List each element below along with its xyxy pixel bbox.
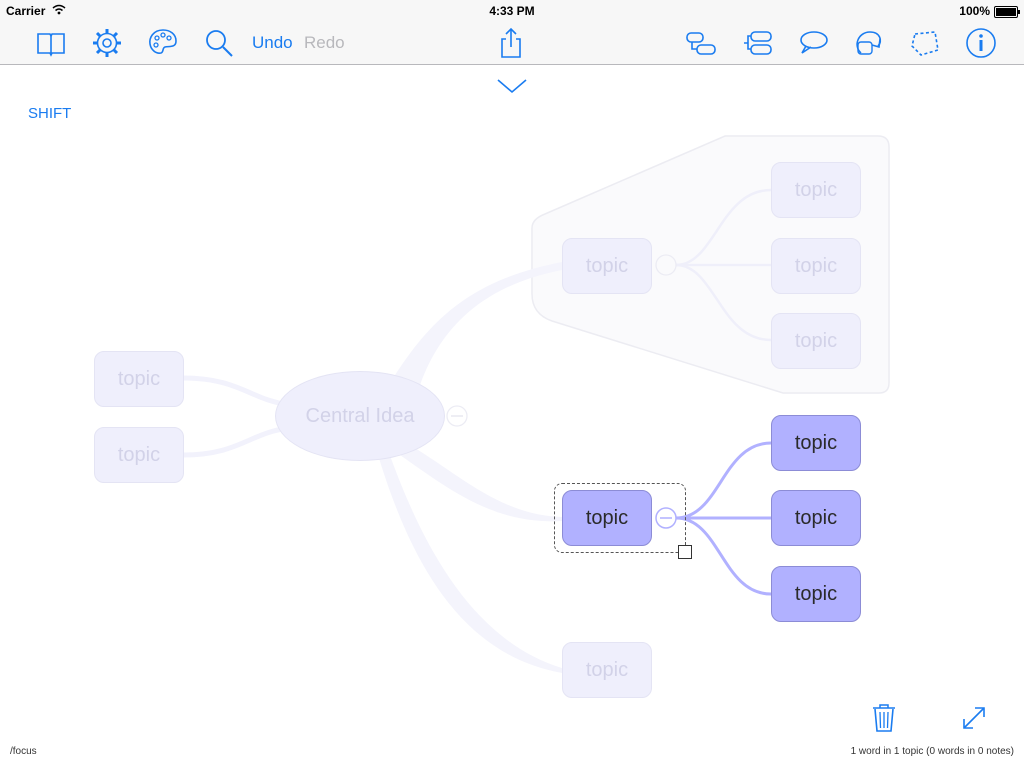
topic-node[interactable]: topic xyxy=(771,162,861,218)
topic-node[interactable]: topic xyxy=(771,238,861,294)
toolbar: Undo Redo xyxy=(0,22,1024,65)
word-count: 1 word in 1 topic (0 words in 0 notes) xyxy=(850,746,1014,757)
topic-node[interactable]: topic xyxy=(94,351,184,407)
trash-icon[interactable] xyxy=(870,703,898,733)
relationship-icon[interactable] xyxy=(852,26,886,60)
add-sibling-icon[interactable] xyxy=(684,26,718,60)
connector-selected-child-1 xyxy=(675,441,772,520)
connector-selected-child-3 xyxy=(675,516,772,596)
battery-percent: 100% xyxy=(959,4,990,18)
undo-button[interactable]: Undo xyxy=(252,33,293,52)
connector-left-1 xyxy=(182,375,291,408)
selected-topic-node[interactable]: topic xyxy=(562,490,652,546)
focus-label: /focus xyxy=(10,746,37,757)
carrier-label: Carrier xyxy=(6,4,46,18)
connector-selected xyxy=(400,445,562,522)
boundary-icon[interactable] xyxy=(908,26,942,60)
wifi-icon xyxy=(52,4,66,18)
status-bar: Carrier 4:33 PM 100% xyxy=(0,0,1024,22)
expand-icon[interactable] xyxy=(960,704,988,734)
battery-icon xyxy=(994,6,1020,18)
clock: 4:33 PM xyxy=(489,4,535,18)
book-icon[interactable] xyxy=(34,26,68,60)
topic-node[interactable]: topic xyxy=(94,427,184,483)
connector-upper-child-3 xyxy=(675,263,772,342)
search-icon[interactable] xyxy=(202,26,236,60)
connector-left-2 xyxy=(182,425,291,458)
central-idea-node[interactable]: Central Idea xyxy=(275,371,445,461)
collapse-toggle-upper xyxy=(655,254,677,276)
topic-node[interactable]: topic xyxy=(771,490,861,546)
connector-upper-child-1 xyxy=(675,188,772,267)
topic-node[interactable]: topic xyxy=(771,313,861,369)
resize-handle[interactable] xyxy=(678,545,692,559)
palette-icon[interactable] xyxy=(146,26,180,60)
info-icon[interactable] xyxy=(964,26,998,60)
add-child-icon[interactable] xyxy=(740,26,774,60)
share-icon[interactable] xyxy=(494,26,528,60)
topic-node[interactable]: topic xyxy=(771,415,861,471)
shift-button[interactable]: SHIFT xyxy=(28,105,72,122)
connector-upper xyxy=(392,262,562,385)
topic-node[interactable]: topic xyxy=(562,642,652,698)
gear-icon[interactable] xyxy=(90,26,124,60)
callout-icon[interactable] xyxy=(796,26,830,60)
topic-node[interactable]: topic xyxy=(771,566,861,622)
redo-button[interactable]: Redo xyxy=(304,33,345,52)
connector-bottom xyxy=(378,450,562,673)
chevron-down-icon[interactable] xyxy=(496,76,528,96)
topic-node[interactable]: topic xyxy=(562,238,652,294)
selection-frame xyxy=(554,483,686,553)
